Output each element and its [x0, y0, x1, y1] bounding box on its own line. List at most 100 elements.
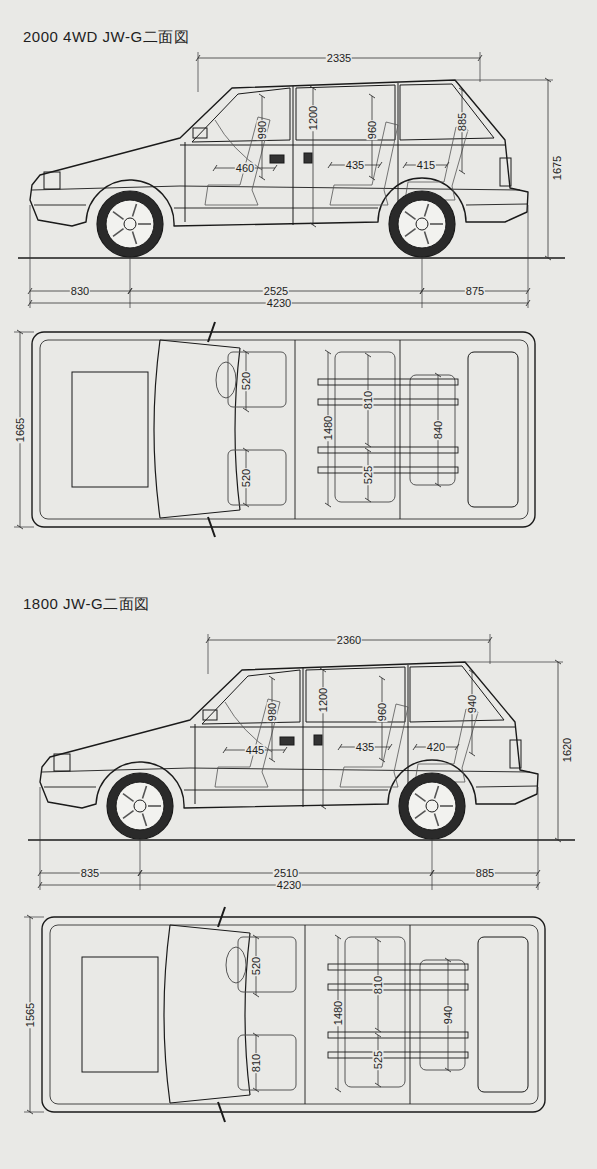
windshield-top [235, 348, 240, 510]
ground-line [28, 839, 575, 840]
dimension-tick [320, 668, 326, 672]
dimension-tick [455, 744, 459, 750]
dimension-label: 415 [416, 160, 436, 171]
belt-line [180, 145, 505, 146]
dimension-tick [243, 350, 249, 354]
steering-wheel [216, 362, 236, 398]
wheel-spoke [123, 794, 134, 802]
dimension-label: 940 [467, 694, 478, 714]
roof-rail [328, 1052, 468, 1058]
tailgate [468, 352, 518, 507]
dimension-tick [365, 498, 371, 502]
dimension-tick [28, 288, 32, 294]
door-handle [304, 153, 312, 163]
rear-window [400, 84, 494, 140]
dimension-label: 2360 [336, 635, 362, 646]
plan-view [14, 322, 535, 537]
dimension-tick [325, 350, 331, 354]
wheel-rim [398, 200, 446, 248]
wheel-spoke [415, 794, 426, 802]
side-mirror [193, 128, 207, 138]
extension-line [30, 205, 31, 308]
wheel-spoke [113, 212, 124, 220]
wheel-rim [408, 782, 456, 830]
tire [399, 773, 465, 839]
dimension-tick [365, 353, 371, 357]
extension-line [490, 634, 491, 664]
front-seat [215, 699, 280, 787]
hood-panel [82, 957, 158, 1072]
dimension-line [558, 662, 559, 840]
wheel-hub [124, 218, 136, 230]
dimension-tick [253, 935, 259, 939]
front-seat [205, 117, 270, 205]
dimension-label: 1620 [562, 737, 573, 763]
dimension-tick [459, 88, 465, 92]
side-mirror [218, 1102, 225, 1122]
dimension-tick [128, 288, 132, 294]
third-seat [410, 375, 455, 485]
windshield-base [154, 340, 160, 518]
dimension-tick [283, 747, 287, 753]
front-window [192, 88, 290, 142]
dimension-line [548, 80, 549, 258]
roof-rail [318, 467, 458, 473]
side-mirror [218, 907, 225, 927]
pillar-line [305, 925, 306, 1104]
pillar-line [400, 340, 401, 519]
extension-line [130, 258, 131, 308]
dimension-label: 525 [363, 465, 374, 485]
dimension-tick [310, 86, 316, 90]
dimension-tick [338, 744, 342, 750]
dimension-tick [478, 55, 482, 61]
dimension-tick [335, 935, 341, 939]
pillar-line [295, 340, 296, 519]
dimension-tick [435, 373, 441, 377]
dimension-label: 810 [373, 975, 384, 995]
dimension-tick [365, 448, 371, 452]
wheel-spoke [430, 223, 443, 225]
dimension-tick [335, 1088, 341, 1092]
extension-line [14, 527, 34, 528]
dimension-label: 1480 [333, 1000, 344, 1026]
dimension-label: 1200 [318, 687, 329, 713]
dimension-tick [430, 870, 434, 876]
wheel-spoke [142, 786, 146, 798]
dimension-tick [526, 300, 530, 306]
third-seat [420, 960, 465, 1070]
wheel-spoke [142, 814, 146, 826]
dimension-tick [379, 758, 385, 762]
dimension-tick [269, 758, 275, 762]
dimension-tick [28, 300, 32, 306]
dimension-tick [196, 55, 200, 61]
car-outline [32, 332, 535, 527]
extension-line [455, 80, 553, 81]
middle-window [306, 667, 405, 722]
tail-light [500, 158, 511, 186]
front-seat [238, 1035, 296, 1090]
dimension-tick [375, 938, 381, 942]
dimension-tick [253, 1033, 259, 1037]
dimension-label: 520 [241, 468, 252, 488]
wheel-spoke [113, 229, 124, 237]
dimension-tick [555, 838, 561, 842]
dimension-label: 1480 [323, 415, 334, 441]
dimension-label: 1675 [552, 155, 563, 181]
wheel-spoke [132, 232, 136, 244]
dimension-label: 1665 [15, 417, 26, 443]
dimension-tick [253, 993, 259, 997]
dimension-label: 885 [475, 868, 495, 879]
roof-rail [318, 379, 458, 385]
dimension-label: 420 [426, 742, 446, 753]
dimension-label: 875 [465, 286, 485, 297]
wheel-spoke [148, 805, 161, 807]
tire [107, 773, 173, 839]
third-seat [415, 709, 478, 782]
front-seat [228, 450, 286, 505]
extension-line [432, 840, 433, 890]
roof-rail [328, 984, 468, 990]
dimension-tick [320, 805, 326, 809]
dimension-label: 990 [257, 120, 268, 140]
dimension-tick [328, 162, 332, 168]
rear-seat [335, 352, 395, 502]
